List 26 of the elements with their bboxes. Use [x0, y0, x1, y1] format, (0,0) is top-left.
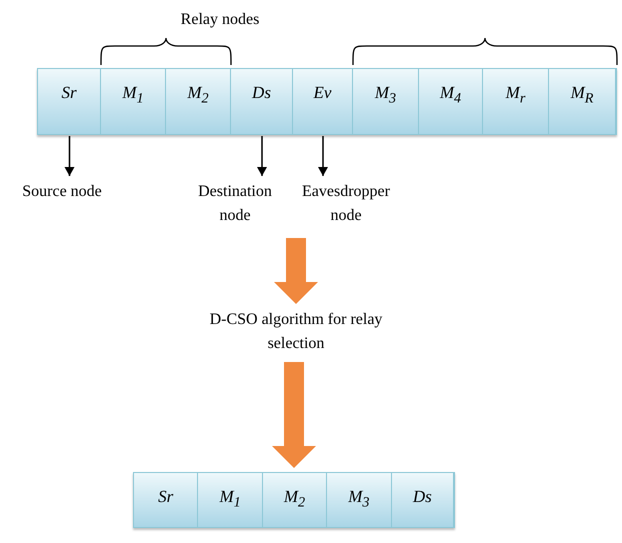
- node-cell: Ds: [231, 69, 293, 134]
- cell-strip: [133, 472, 455, 528]
- node-cell: M$_{2}$: [262, 473, 328, 527]
- node-cell: M$_{3}$: [327, 473, 392, 527]
- node-cell: M$_{4}$: [419, 69, 483, 134]
- node-label: Source node: [2, 180, 122, 206]
- arrow: [257, 136, 267, 176]
- node-cell: Sr: [38, 69, 101, 134]
- cell-strip: [37, 68, 617, 135]
- block-arrow: [272, 362, 316, 468]
- node-cell: M$_{1}$: [101, 69, 166, 134]
- node-cell: M$_{2}$: [166, 69, 231, 134]
- arrow: [64, 136, 74, 176]
- block-arrow: [274, 238, 318, 304]
- node-cell: M$_{R}$: [549, 69, 616, 134]
- node-cell: M$_{r}$: [483, 69, 549, 134]
- node-label: D-CSO algorithm for relay selection: [196, 308, 396, 360]
- node-cell: Ds: [392, 473, 454, 527]
- node-cell: M$_{3}$: [353, 69, 419, 134]
- node-cell: M$_{1}$: [198, 473, 263, 527]
- node-cell: Ev: [293, 69, 353, 134]
- group-label: Relay nodes: [180, 10, 260, 30]
- node-label: Eavesdropper node: [290, 180, 402, 232]
- node-label: Destination node: [185, 180, 285, 232]
- node-cell: Sr: [134, 473, 198, 527]
- arrow: [318, 136, 328, 176]
